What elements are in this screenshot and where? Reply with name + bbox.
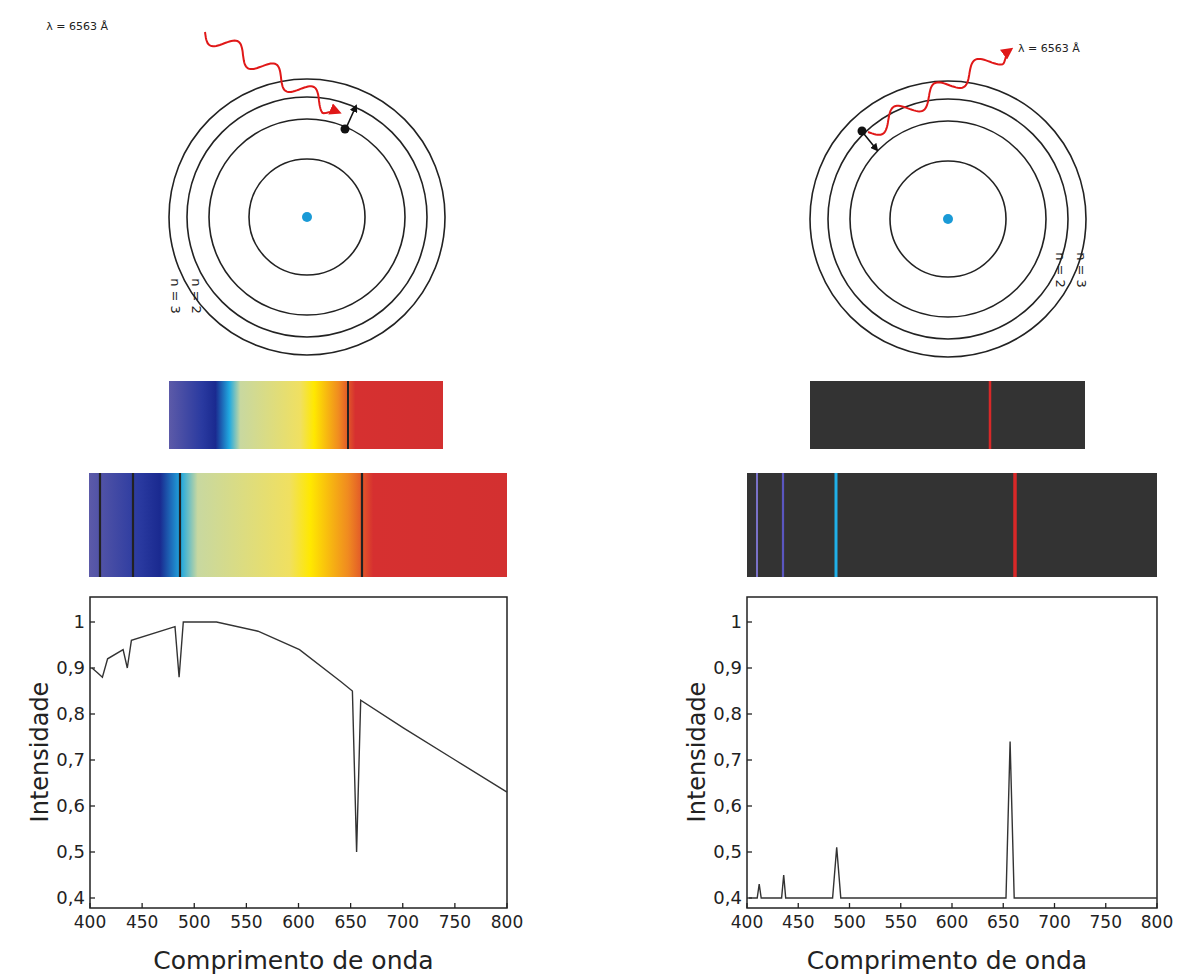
- axis-tick: [746, 903, 747, 908]
- axis-value: 700: [1038, 914, 1070, 931]
- axis-value: 800: [491, 914, 523, 931]
- axis-tick: [849, 903, 850, 908]
- wavelength-label: λ = 6563 Å: [1018, 43, 1080, 54]
- axis-value: 0,4: [713, 889, 742, 907]
- axis-title: Intensidade: [685, 682, 709, 823]
- axis-tick: [747, 805, 752, 806]
- axis-tick: [90, 805, 95, 806]
- axis-value: 750: [439, 914, 471, 931]
- axis-value: 600: [936, 914, 968, 931]
- axis-value: 0,9: [713, 659, 742, 677]
- axis-value: 0,5: [713, 843, 742, 861]
- axis-value: 500: [833, 914, 865, 931]
- axis-tick: [90, 897, 95, 898]
- orbit-label: n = 2: [190, 278, 203, 314]
- axis-tick: [90, 621, 95, 622]
- wavelength-label: λ = 6563 Å: [46, 21, 108, 32]
- axis-tick: [798, 903, 799, 908]
- axis-value: 0,8: [56, 705, 85, 723]
- axis-tick: [194, 903, 195, 908]
- axis-value: 0,9: [56, 659, 85, 677]
- axis-value: 1: [731, 613, 742, 631]
- axis-value: 0,5: [56, 843, 85, 861]
- axis-value: 700: [387, 914, 419, 931]
- axis-tick: [89, 903, 90, 908]
- orbit-label: n = 2: [1054, 252, 1067, 288]
- axis-tick: [298, 903, 299, 908]
- atom-orbits: [810, 81, 1086, 357]
- axis-value: 550: [230, 914, 262, 931]
- axis-value: 650: [987, 914, 1019, 931]
- axis-tick: [747, 713, 752, 714]
- atom-orbits: [169, 79, 445, 355]
- axis-value: 0,6: [713, 797, 742, 815]
- axis-value: 0,4: [56, 889, 85, 907]
- axis-tick: [1054, 903, 1055, 908]
- axis-value: 450: [782, 914, 814, 931]
- axis-title: Comprimento de onda: [153, 948, 433, 973]
- axis-tick: [747, 621, 752, 622]
- orbit-label: n = 3: [169, 278, 182, 314]
- orbit-label: n = 3: [1075, 252, 1088, 288]
- axis-value: 750: [1090, 914, 1122, 931]
- axis-value: 0,7: [713, 751, 742, 769]
- axis-value: 0,7: [56, 751, 85, 769]
- axis-tick: [951, 903, 952, 908]
- axis-value: 400: [74, 914, 106, 931]
- axis-value: 500: [178, 914, 210, 931]
- axis-value: 1: [74, 613, 85, 631]
- axis-value: 400: [731, 914, 763, 931]
- axis-tick: [402, 903, 403, 908]
- axis-value: 0,8: [713, 705, 742, 723]
- axis-tick: [747, 851, 752, 852]
- axis-tick: [747, 759, 752, 760]
- axis-title: Intensidade: [28, 682, 52, 823]
- axis-value: 550: [885, 914, 917, 931]
- axis-tick: [454, 903, 455, 908]
- axis-tick: [350, 903, 351, 908]
- axis-value: 450: [126, 914, 158, 931]
- axis-tick: [246, 903, 247, 908]
- axis-title: Comprimento de onda: [807, 948, 1087, 973]
- axis-tick: [90, 759, 95, 760]
- axis-tick: [90, 713, 95, 714]
- axis-tick: [1105, 903, 1106, 908]
- axis-value: 800: [1141, 914, 1173, 931]
- axis-tick: [1156, 903, 1157, 908]
- axis-tick: [90, 851, 95, 852]
- axis-tick: [747, 667, 752, 668]
- axis-tick: [141, 903, 142, 908]
- axis-tick: [900, 903, 901, 908]
- axis-value: 600: [282, 914, 314, 931]
- axis-tick: [1003, 903, 1004, 908]
- axis-value: 650: [334, 914, 366, 931]
- axis-tick: [506, 903, 507, 908]
- axis-value: 0,6: [56, 797, 85, 815]
